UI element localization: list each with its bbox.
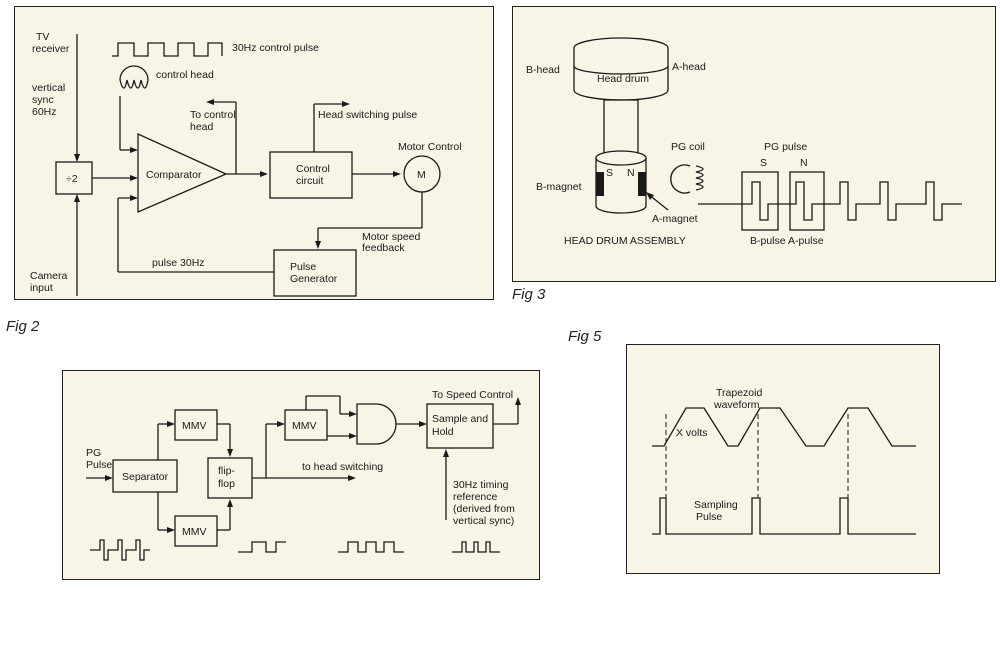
fig3-caption: Fig 3 [512,286,546,303]
control-pulse-label: 30Hz control pulse [232,42,319,54]
comparator-label: Comparator [146,169,202,181]
b-head-label: B-head [526,64,560,76]
sampling-pulse-waveform [652,497,916,535]
b-magnet-block [596,172,604,196]
x-volts-label: X volts [676,427,708,439]
pulse-generator-box [273,249,357,297]
trapezoid-label: Trapezoid [716,387,762,399]
fig2-panel [14,6,494,300]
separator-label: Separator [122,471,169,483]
timing-reference-label-3: (derived from [453,503,515,515]
s-pulse-label: S [760,157,767,169]
sample-hold-box [426,403,494,449]
mmv-mid-label: MMV [292,420,317,432]
flipflop-label: flip- [218,465,235,477]
comparator-triangle [137,132,228,213]
motor-label: M [417,169,426,181]
tv-receiver-label: TV [36,31,49,43]
mmv-top-box [174,409,218,441]
control-head-coil [119,65,149,81]
a-magnet-label: A-magnet [652,213,698,225]
b-magnet-label: B-magnet [536,181,582,193]
motor-speed-feedback-label-2: feedback [362,242,405,254]
mmv-bottom-label: MMV [182,526,207,538]
to-control-head-label-2: head [190,121,214,133]
mmv-top-label: MMV [182,420,207,432]
sample-hold-label-2: Hold [432,426,454,438]
pg-waveform-small [90,539,150,561]
magnet-cylinder [595,158,647,214]
b-pulse-label: B-pulse [750,235,786,247]
timing-reference-label: 30Hz timing [453,479,509,491]
pg-pulse-label: PG pulse [764,141,807,153]
vertical-sync-label: vertical [32,82,65,94]
a-pulse-label: A-pulse [788,235,824,247]
head-switching-pulse-label: Head switching pulse [318,109,417,121]
a-magnet-block [638,172,646,196]
motor-speed-feedback-label: Motor speed [362,231,421,243]
motor-control-label: Motor Control [398,141,462,153]
control-circuit-label: Control [296,163,330,175]
trapezoid-waveform [652,407,916,447]
tv-receiver-label-2: receiver [32,43,70,55]
pg-coil-symbol [670,164,691,194]
fig5-panel [626,344,940,574]
n-pulse-label: N [800,157,808,169]
to-control-head-label: To control [190,109,236,121]
trapezoid-label-2: waveform [713,399,760,411]
mmv-bottom-box [174,515,218,547]
fig5-caption: Fig 5 [568,328,602,345]
timing-reference-label-2: reference [453,491,498,503]
sampling-pulse-label: Sampling [694,499,738,511]
timing-waveform-small [452,541,500,553]
a-pulse-box [789,171,825,231]
sample-hold-label: Sample and [432,413,488,425]
flipflop-waveform-small [238,541,286,553]
divider-box [55,161,93,195]
mmv-mid-box [284,409,328,441]
pg-pulse-input-label-2: Pulse [86,459,112,471]
s-label: S [606,167,613,179]
vertical-sync-label-3: 60Hz [32,106,57,118]
timing-reference-label-4: vertical sync) [453,515,514,527]
control-pulse-waveform [112,42,223,57]
separator-box [112,459,178,493]
fig2-caption: Fig 2 [6,318,40,335]
assembly-label: HEAD DRUM ASSEMBLY [564,235,686,247]
camera-input-label: Camera [30,270,68,282]
pulse-30hz-label: pulse 30Hz [152,257,205,269]
control-circuit-label-2: circuit [296,175,324,187]
b-pulse-box [741,171,779,231]
sampling-pulse-label-2: Pulse [696,511,722,523]
and-gate [356,403,397,445]
pulse-generator-label: Pulse [290,261,316,273]
control-head-label: control head [156,69,214,81]
divider-label: ÷2 [66,173,78,185]
n-label: N [627,167,635,179]
head-drum-label: Head drum [597,73,649,85]
camera-input-label-2: input [30,282,53,294]
pg-coil-label: PG coil [671,141,705,153]
flipflop-label-2: flop [218,478,235,490]
a-head-label: A-head [672,61,706,73]
to-head-switching-label: to head switching [302,461,383,473]
vertical-sync-label-2: sync [32,94,54,106]
flipflop-box [207,457,253,499]
pulse-generator-label-2: Generator [290,273,338,285]
mmv-waveform-small [338,541,404,553]
to-speed-control-label: To Speed Control [432,389,513,401]
drum-shaft [603,99,639,159]
pg-pulse-input-label: PG [86,447,101,459]
control-circuit-box [269,151,353,199]
pg-pulse-waveform [742,181,962,221]
